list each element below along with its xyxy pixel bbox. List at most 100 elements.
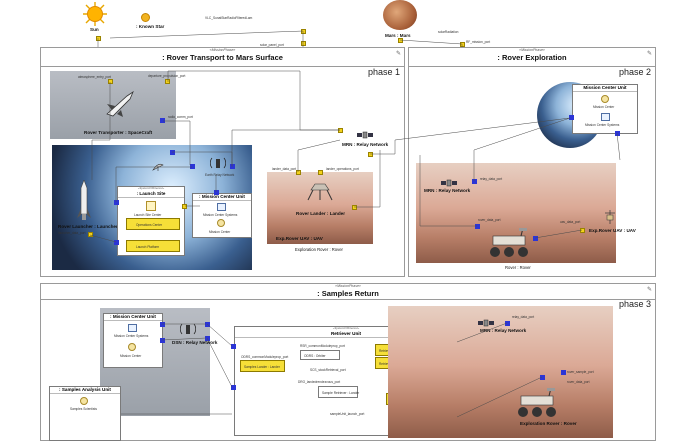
phase3-port-label-1: relay_data_port: [512, 315, 535, 319]
phase2-mission-center-box[interactable]: Mission Center Unit Mission Center Missi…: [572, 84, 638, 134]
phase3-port-label-3: rover_data_port: [567, 380, 590, 384]
retriever-port-1[interactable]: [231, 344, 236, 349]
known-star-label: : Known Star: [136, 24, 165, 29]
phase2-uav-icon: [603, 210, 617, 224]
phase2-stereotype: «MissionPhase»: [519, 48, 545, 52]
known-star-icon: [141, 13, 150, 22]
top-connector-port-1[interactable]: [301, 29, 306, 34]
launcher-label: Rover Launcher : Launcher: [58, 224, 118, 229]
lander-port-label-1: lander_data_port: [272, 167, 297, 171]
top-link-label-2: solarRadiation: [438, 30, 459, 34]
phase3-mission-monitor-icon: [128, 324, 137, 332]
lander-icon: [305, 180, 335, 202]
phase1-wrench-icon[interactable]: ✎: [395, 51, 401, 57]
phase1-title: : Rover Transport to Mars Surface: [162, 53, 283, 62]
launch-site-item-3: Launch Platform: [136, 245, 160, 249]
earth-network-port-2[interactable]: [230, 164, 235, 169]
launch-site-item-box-2[interactable]: [126, 218, 180, 230]
top-connector-port-2[interactable]: [301, 41, 306, 46]
phase2-port-label-1: relay_data_port: [480, 177, 503, 181]
launch-site-port-3[interactable]: [182, 204, 187, 209]
launch-site-box[interactable]: «SystemOfInterest» : Launch Site Launch …: [117, 186, 185, 256]
phase3-mrn-port[interactable]: [505, 321, 510, 326]
samples-analysis-item-1: Samples Scientists: [70, 407, 97, 411]
phase3-mission-center-port-1[interactable]: [160, 322, 165, 327]
phase3-rover-port-2[interactable]: [561, 370, 566, 375]
phase3-mission-center-port-2[interactable]: [160, 338, 165, 343]
phase2-mrn-satellite-icon: [441, 176, 457, 188]
phase2-uav-port[interactable]: [580, 228, 585, 233]
satellite-dish-icon: [152, 158, 164, 171]
phase2-wrench-icon[interactable]: ✎: [646, 51, 652, 57]
samples-scientist-icon: [80, 397, 88, 405]
transporter-image: [50, 71, 176, 139]
lander-port-3[interactable]: [352, 205, 357, 210]
dsn-port-1[interactable]: [205, 322, 210, 327]
dsn-port-2[interactable]: [205, 336, 210, 341]
phase2-mrn-port[interactable]: [472, 179, 477, 184]
earth-network-port-3[interactable]: [170, 150, 175, 155]
transporter-port-label-3: radio_comm_port: [168, 115, 193, 119]
launch-site-port-1[interactable]: [114, 200, 119, 205]
exploration-rover-label: Exploration Rover : Rover: [295, 247, 343, 252]
top-connector-port-3[interactable]: [460, 42, 465, 47]
phase3-rover-port-1[interactable]: [540, 375, 545, 380]
phase1-header: «MissionPhase» : Rover Transport to Mars…: [41, 48, 404, 67]
phase1-mrn-label: MRN : Relay Network: [342, 142, 389, 147]
samples-lander-block[interactable]: Samples Lander : Lander: [240, 360, 285, 372]
launcher-port-label: launcher_data_port: [58, 231, 86, 235]
sample-retriever-block[interactable]: Sample Retriever : Lander: [318, 386, 359, 398]
samples-analysis-box[interactable]: : Samples Analysis Unit Samples Scientis…: [49, 386, 121, 441]
retriever-port-2[interactable]: [231, 385, 236, 390]
earth-relay-antenna-icon: [209, 156, 227, 170]
odrs-block[interactable]: ODRS : Orbiter: [300, 350, 340, 360]
phase3-rover-icon: [515, 387, 561, 418]
top-port-label-2: RF_mission_port: [466, 40, 491, 44]
phase3-mission-center-title: : Mission Center Unit: [110, 314, 156, 319]
transporter-port-2[interactable]: [165, 79, 170, 84]
earth-relay-network-label: Earth Relay Network: [205, 173, 235, 177]
earth-network-port-1[interactable]: [190, 164, 195, 169]
phase1-mission-center-header: : Mission Center Unit: [193, 194, 251, 201]
retriever-unit-title: Retriever Unit: [330, 330, 362, 336]
phase3-stereotype: «MissionPhase»: [335, 284, 361, 288]
transporter-port-1[interactable]: [108, 79, 113, 84]
lander-port-2[interactable]: [318, 170, 323, 175]
phase1-mission-center-item-1: Mission Center Systems: [203, 213, 238, 217]
transporter-port-3[interactable]: [160, 118, 165, 123]
sun-port[interactable]: [96, 36, 101, 41]
launch-site-title: : Launch Site: [136, 190, 166, 196]
phase2-port-label-3: rover_data_port: [478, 218, 501, 222]
launch-site-item-box-3[interactable]: [126, 240, 180, 252]
transporter-port-label-2: departure_propulsion_port: [148, 74, 186, 78]
lander-port-1[interactable]: [296, 170, 301, 175]
samples-lander-label: Samples Lander : Lander: [244, 365, 280, 369]
odrs-label: ODRS : Orbiter: [304, 354, 326, 358]
exp-rover-uav-label: Exp.Rover UAV : UAV: [276, 236, 323, 241]
mars-port[interactable]: [398, 38, 403, 43]
launcher-port[interactable]: [88, 232, 93, 237]
phase2-mission-center-port-2[interactable]: [615, 131, 620, 136]
phase3-mission-center-box[interactable]: : Mission Center Unit Mission Center Sys…: [103, 313, 163, 368]
phase1-mission-center-box[interactable]: : Mission Center Unit Mission Center Sys…: [192, 193, 252, 238]
phase2-mission-monitor-icon: [601, 113, 610, 121]
phase2-rover-port-2[interactable]: [533, 236, 538, 241]
phase1-mission-center-port[interactable]: [214, 190, 219, 195]
phase3-mrn-satellite-icon: [478, 316, 494, 328]
launch-site-port-2[interactable]: [114, 240, 119, 245]
dsn-label: DSN : Relay Network: [172, 340, 218, 345]
phase1-mrn-port-1[interactable]: [338, 128, 343, 133]
lander-label: Rover Lander : Lander: [296, 211, 346, 216]
phase1-mission-center-item-2: Mission Center: [209, 230, 231, 234]
phase1-mission-center-icon: [217, 203, 226, 211]
phase2-rover-port-1[interactable]: [475, 224, 480, 229]
top-port-label-1: solar_panel_port: [260, 43, 284, 47]
samples-analysis-title: : Samples Analysis Unit: [59, 387, 111, 392]
phase1-mrn-port-2[interactable]: [368, 152, 373, 157]
sun-icon: [83, 2, 107, 26]
mars-planet-icon: [383, 0, 417, 30]
launch-site-header: «SystemOfInterest» : Launch Site: [118, 186, 184, 198]
phase2-mission-center-port-1[interactable]: [569, 115, 574, 120]
launch-site-item-1: Launch Site Center: [134, 213, 162, 217]
phase3-wrench-icon[interactable]: ✎: [646, 287, 652, 293]
